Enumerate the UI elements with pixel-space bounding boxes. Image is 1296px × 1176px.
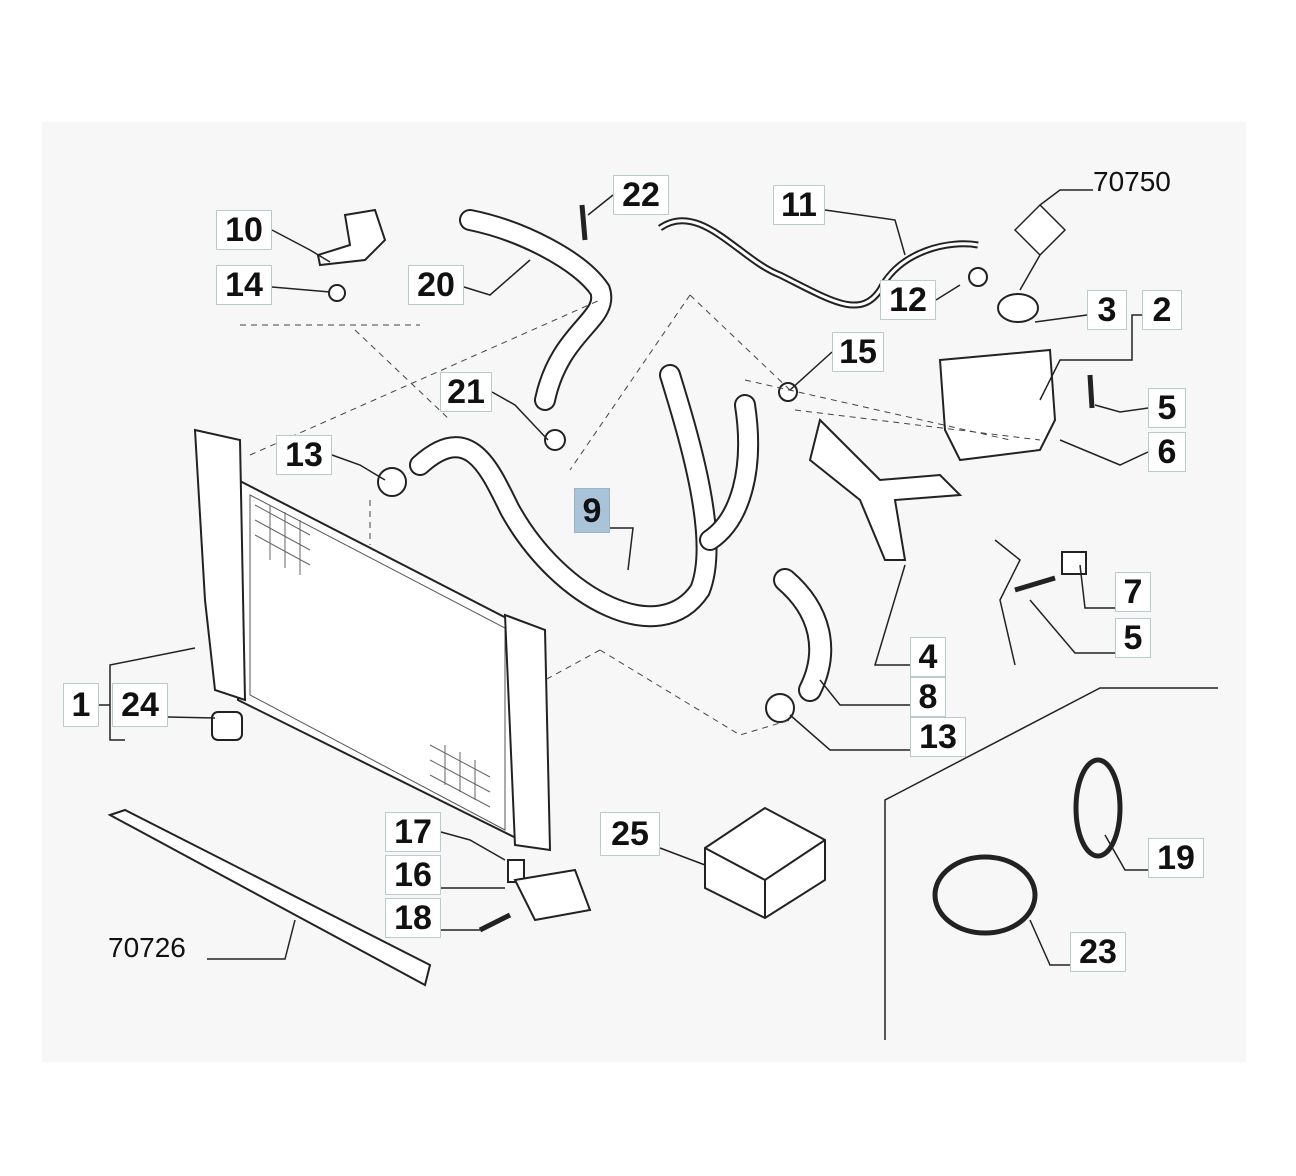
callout-19[interactable]: 19: [1148, 838, 1204, 878]
expansion-tank: [938, 293, 1057, 462]
callout-22[interactable]: 22: [613, 175, 669, 215]
radiator: [193, 428, 552, 852]
callout-10[interactable]: 10: [216, 210, 272, 250]
clamp: [544, 429, 566, 451]
callout-7[interactable]: 7: [1115, 572, 1151, 612]
callout-20[interactable]: 20: [408, 265, 464, 305]
bracket-10: [316, 208, 387, 267]
callout-5[interactable]: 5: [1148, 388, 1186, 428]
leader-lines: [99, 189, 1149, 966]
callout-16[interactable]: 16: [385, 855, 441, 895]
callout-25[interactable]: 25: [600, 812, 660, 856]
callout-13[interactable]: 13: [910, 717, 966, 757]
reference-70750[interactable]: 70750: [1093, 166, 1171, 197]
clamp: [765, 693, 795, 723]
callout-6[interactable]: 6: [1148, 432, 1186, 472]
strap-19: [1073, 757, 1123, 859]
callout-21[interactable]: 21: [440, 372, 492, 412]
callout-9-highlighted[interactable]: 9: [574, 488, 610, 533]
callout-8[interactable]: 8: [910, 677, 946, 717]
callout-14[interactable]: 14: [216, 265, 272, 305]
clamp: [968, 267, 988, 287]
fastener-kit-box: [704, 806, 826, 920]
callout-4[interactable]: 4: [910, 637, 946, 677]
callout-12[interactable]: 12: [880, 280, 936, 320]
callout-24[interactable]: 24: [112, 683, 168, 727]
reference-70726[interactable]: 70726: [108, 932, 186, 963]
callout-23[interactable]: 23: [1070, 932, 1126, 972]
cross-member: [107, 808, 432, 987]
callout-18[interactable]: 18: [385, 898, 441, 938]
callout-15[interactable]: 15: [832, 332, 884, 372]
callout-13[interactable]: 13: [276, 435, 332, 475]
callout-3[interactable]: 3: [1087, 290, 1127, 330]
strap-23: [932, 854, 1038, 936]
callout-1[interactable]: 1: [63, 683, 99, 727]
callout-11[interactable]: 11: [773, 185, 825, 225]
bracket-4: [808, 418, 963, 561]
callout-17[interactable]: 17: [385, 812, 441, 852]
callout-2[interactable]: 2: [1142, 290, 1182, 330]
callout-5[interactable]: 5: [1115, 618, 1151, 658]
clamp: [377, 467, 407, 497]
